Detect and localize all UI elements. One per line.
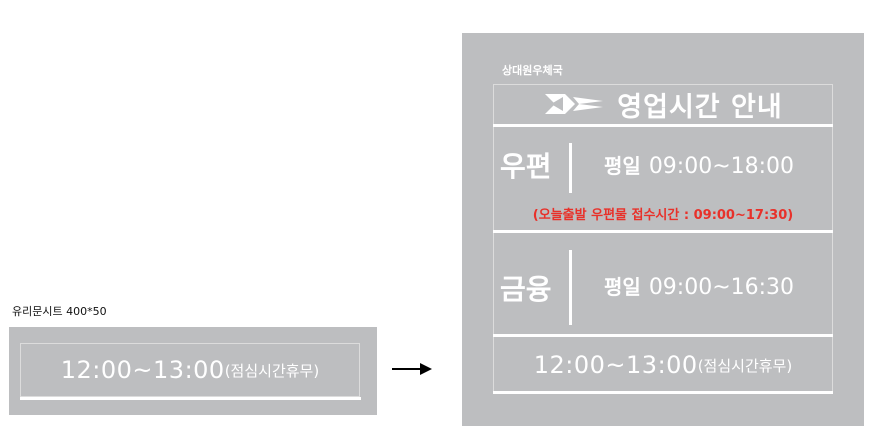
left-strip-caption: 유리문시트 400*50 <box>12 305 107 318</box>
postal-hours-row: 평일 09:00~18:00 <box>604 150 794 179</box>
left-strip-text: 12:00~13:00(점심시간휴무) <box>20 343 360 397</box>
postal-divider <box>569 143 572 193</box>
cutoff-note: (오늘출발 우편물 접수시간 : 09:00~17:30) <box>532 208 794 223</box>
finance-hours: 09:00~16:30 <box>648 275 795 300</box>
left-strip-underline <box>20 397 361 400</box>
finance-divider <box>569 250 572 325</box>
postal-label: 우편 <box>500 150 552 183</box>
postal-hours: 09:00~18:00 <box>648 154 795 179</box>
arrow-right-icon <box>392 363 432 375</box>
divider <box>493 124 833 127</box>
lunch-note: (점심시간휴무) <box>697 356 793 375</box>
finance-label: 금융 <box>500 273 552 306</box>
postal-day: 평일 <box>604 154 641 178</box>
sign-panel <box>462 33 864 426</box>
sign-title: 영업시간 안내 <box>617 91 783 123</box>
left-strip-frame <box>20 343 360 397</box>
lunch-row: 12:00~13:00(점심시간휴무) <box>493 340 833 390</box>
finance-hours-row: 평일 09:00~16:30 <box>604 271 794 300</box>
divider <box>493 391 833 394</box>
finance-day: 평일 <box>604 275 641 299</box>
left-strip-panel <box>9 327 377 415</box>
korea-post-logo-icon <box>545 94 604 114</box>
left-strip-time: 12:00~13:00 <box>60 356 225 384</box>
left-strip-note: (점심시간휴무) <box>224 361 320 380</box>
divider <box>493 334 833 337</box>
lunch-time: 12:00~13:00 <box>533 351 698 379</box>
divider <box>493 230 833 233</box>
office-name: 상대원우체국 <box>502 64 563 77</box>
sign-title-row: 영업시간 안내 <box>493 84 833 124</box>
